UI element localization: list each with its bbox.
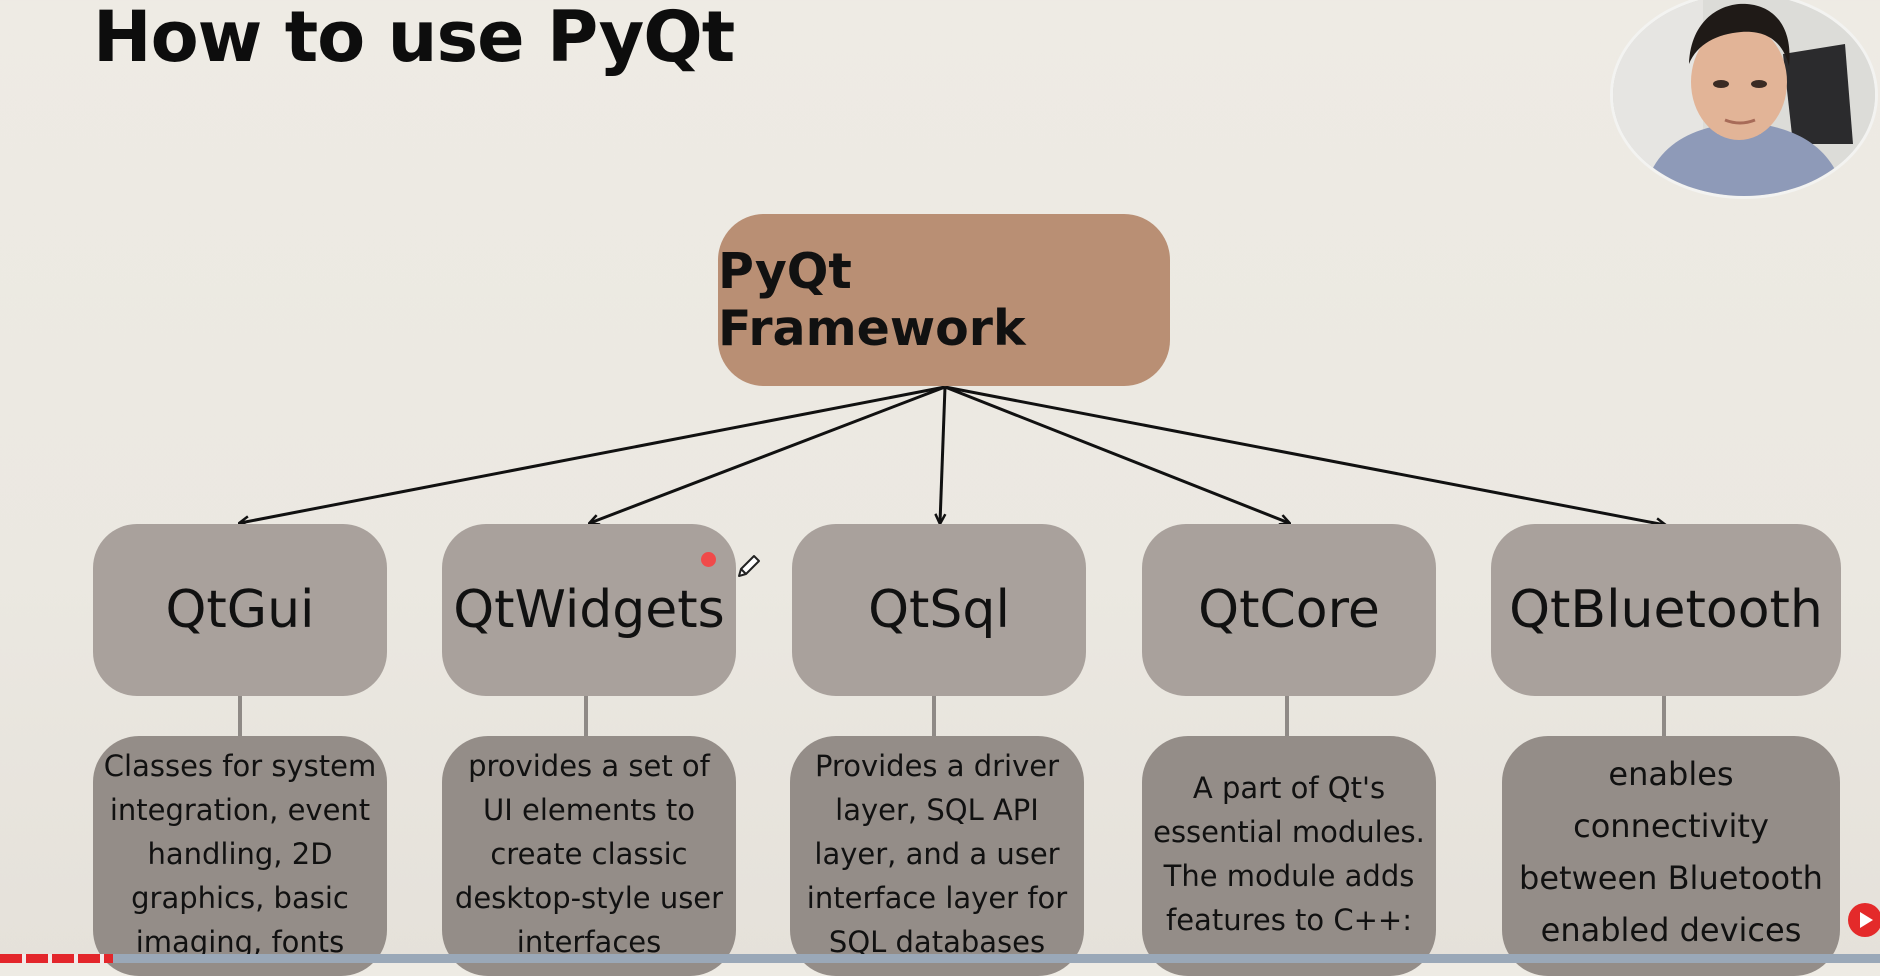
video-progress-track[interactable] <box>0 954 1880 963</box>
laser-pointer-dot <box>701 552 716 567</box>
description-box-qtcore: A part of Qt's essential modules. The mo… <box>1142 736 1436 976</box>
description-text: Provides a driver layer, SQL API layer, … <box>806 749 1068 959</box>
arrow-to-qtcore <box>944 385 1289 523</box>
arrow-to-qtgui <box>240 385 946 523</box>
module-node-qtcore: QtCore <box>1142 524 1436 696</box>
pen-icon <box>738 555 760 577</box>
description-text: enables connectivity between Bluetooth e… <box>1519 755 1823 949</box>
video-progress-fill <box>0 954 113 963</box>
module-node-qtsql: QtSql <box>792 524 1086 696</box>
description-box-qtwidgets: provides a set of UI elements to create … <box>442 736 736 976</box>
description-box-qtbluetooth: enables connectivity between Bluetooth e… <box>1502 736 1840 976</box>
arrow-to-qtbluetooth <box>944 385 1665 525</box>
description-text: Classes for system integration, event ha… <box>103 749 377 959</box>
description-text: provides a set of UI elements to create … <box>454 749 724 959</box>
arrow-to-qtsql <box>940 386 947 523</box>
description-text: A part of Qt's essential modules. The mo… <box>1153 771 1425 937</box>
description-box-qtgui: Classes for system integration, event ha… <box>93 736 387 976</box>
arrow-to-qtwidgets <box>590 385 946 523</box>
description-box-qtsql: Provides a driver layer, SQL API layer, … <box>790 736 1084 976</box>
root-node: PyQt Framework <box>718 214 1170 386</box>
module-node-qtbluetooth: QtBluetooth <box>1491 524 1841 696</box>
presenter-webcam <box>1613 0 1875 196</box>
subscribe-badge-icon[interactable] <box>1848 903 1880 937</box>
slide-title: How to use PyQt <box>93 0 735 78</box>
module-node-qtwidgets: QtWidgets <box>442 524 736 696</box>
module-node-qtgui: QtGui <box>93 524 387 696</box>
presenter-image <box>1613 0 1875 196</box>
